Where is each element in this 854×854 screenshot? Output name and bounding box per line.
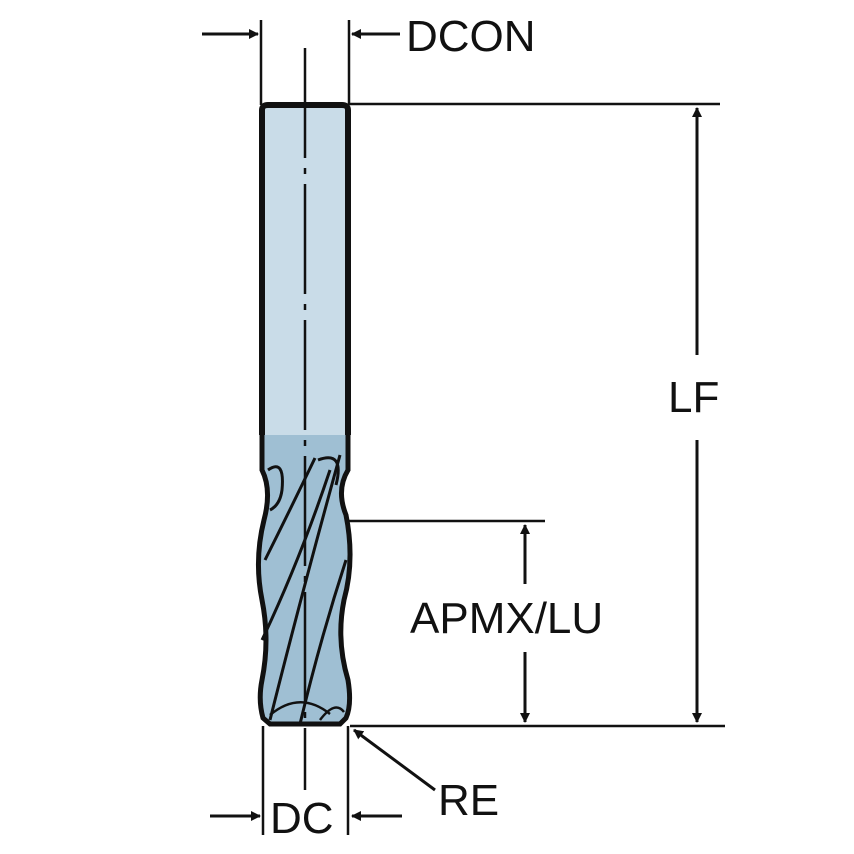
label-re: RE [438, 776, 499, 825]
re-leader [353, 728, 436, 792]
extension-lines [259, 20, 725, 835]
label-dcon: DCON [406, 12, 536, 61]
label-lf: LF [668, 373, 719, 422]
label-dc: DC [270, 794, 334, 843]
label-apmx-lu: APMX/LU [410, 594, 603, 643]
